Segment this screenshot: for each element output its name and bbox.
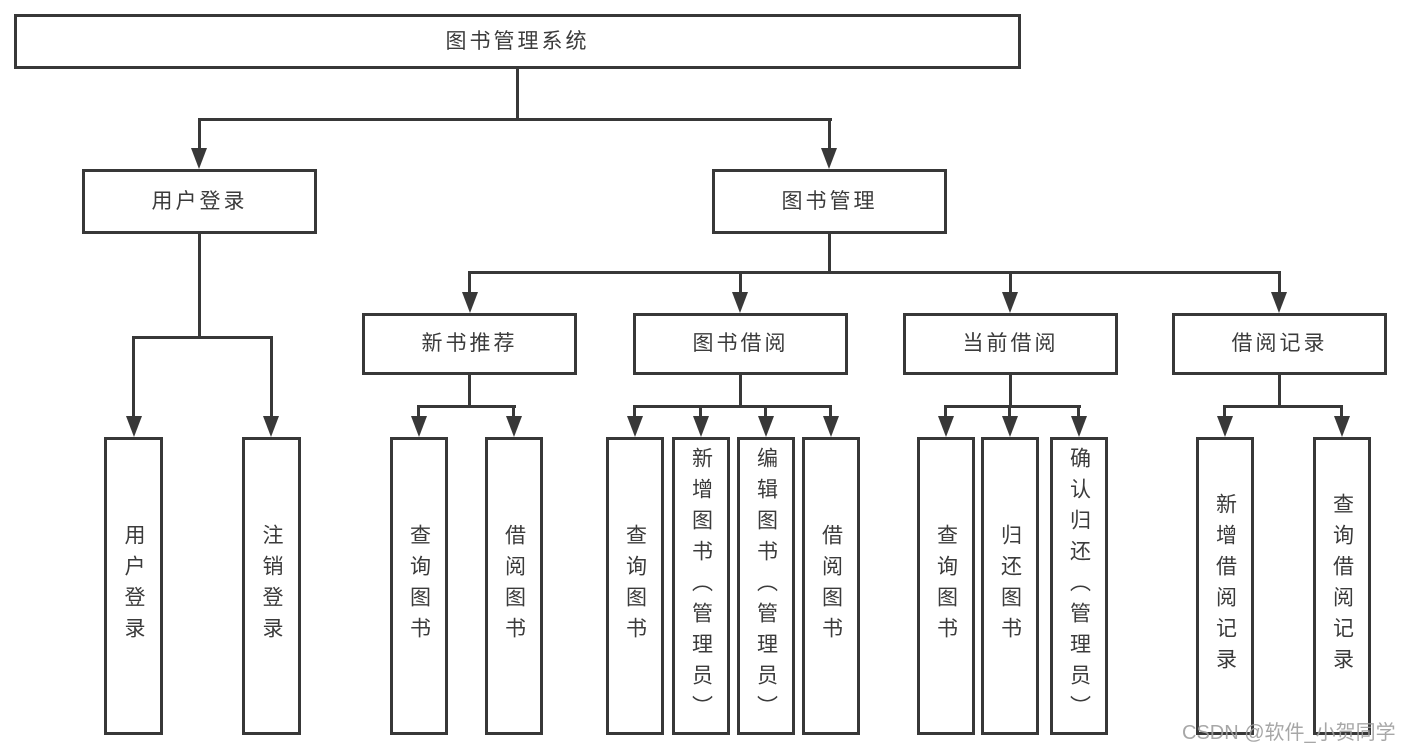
leaf-recommend-query-book: 查询图书 — [390, 437, 448, 735]
leaf-logout: 注销登录 — [242, 437, 301, 735]
leaf-borrow-borrow-book: 借阅图书 — [802, 437, 860, 735]
connector-line — [1278, 373, 1281, 408]
connector-line — [132, 336, 273, 339]
connector-line — [1223, 405, 1226, 419]
arrowhead-down — [732, 292, 748, 313]
connector-line — [739, 271, 742, 295]
arrowhead-down — [938, 416, 954, 437]
node-current-borrow: 当前借阅 — [903, 313, 1118, 375]
connector-line — [417, 405, 516, 408]
arrowhead-down — [1002, 292, 1018, 313]
connector-line — [1077, 405, 1080, 419]
connector-line — [1009, 271, 1012, 295]
connector-line — [633, 405, 831, 408]
connector-line — [468, 271, 1281, 274]
arrowhead-down — [1334, 416, 1350, 437]
connector-line — [417, 405, 420, 419]
arrowhead-down — [411, 416, 427, 437]
connector-line — [1340, 405, 1343, 419]
connector-line — [764, 405, 767, 419]
leaf-user-login: 用户登录 — [104, 437, 163, 735]
connector-line — [468, 271, 471, 295]
leaf-current-query-book: 查询图书 — [917, 437, 975, 735]
connector-line — [699, 405, 702, 419]
connector-line — [132, 336, 135, 418]
arrowhead-down — [627, 416, 643, 437]
csdn-watermark: CSDN @软件_小贺同学 — [1182, 722, 1396, 744]
connector-line — [1008, 405, 1011, 419]
connector-line — [828, 232, 831, 274]
node-user-login: 用户登录 — [82, 169, 317, 234]
node-borrow-records: 借阅记录 — [1172, 313, 1387, 375]
leaf-borrow-query-book: 查询图书 — [606, 437, 664, 735]
node-new-book-recommend: 新书推荐 — [362, 313, 577, 375]
arrowhead-down — [821, 148, 837, 169]
arrowhead-down — [823, 416, 839, 437]
leaf-records-query-record: 查询借阅记录 — [1313, 437, 1371, 735]
leaf-recommend-borrow-book: 借阅图书 — [485, 437, 543, 735]
connector-line — [270, 336, 273, 418]
connector-line — [516, 69, 519, 120]
connector-line — [512, 405, 515, 419]
connector-line — [198, 232, 201, 339]
arrowhead-down — [758, 416, 774, 437]
leaf-borrow-add-book-admin: 新增图书（管理员） — [672, 437, 730, 735]
arrowhead-down — [1002, 416, 1018, 437]
node-book-borrow: 图书借阅 — [633, 313, 848, 375]
arrowhead-down — [693, 416, 709, 437]
arrowhead-down — [1271, 292, 1287, 313]
arrowhead-down — [191, 148, 207, 169]
connector-line — [944, 405, 947, 419]
node-library-system: 图书管理系统 — [14, 14, 1021, 69]
connector-line — [828, 118, 831, 151]
arrowhead-down — [1071, 416, 1087, 437]
connector-line — [198, 118, 201, 151]
arrowhead-down — [462, 292, 478, 313]
connector-line — [739, 373, 742, 408]
connector-line — [829, 405, 832, 419]
arrowhead-down — [263, 416, 279, 437]
arrowhead-down — [506, 416, 522, 437]
connector-line — [1009, 373, 1012, 408]
arrowhead-down — [1217, 416, 1233, 437]
connector-line — [633, 405, 636, 419]
leaf-records-add-record: 新增借阅记录 — [1196, 437, 1254, 735]
connector-line — [1278, 271, 1281, 295]
leaf-current-return-book: 归还图书 — [981, 437, 1039, 735]
leaf-borrow-edit-book-admin: 编辑图书（管理员） — [737, 437, 795, 735]
node-book-management: 图书管理 — [712, 169, 947, 234]
connector-line — [468, 373, 471, 408]
connector-line — [198, 118, 832, 121]
leaf-current-confirm-return-admin: 确认归还（管理员） — [1050, 437, 1108, 735]
connector-line — [1223, 405, 1343, 408]
arrowhead-down — [126, 416, 142, 437]
connector-line — [944, 405, 1081, 408]
